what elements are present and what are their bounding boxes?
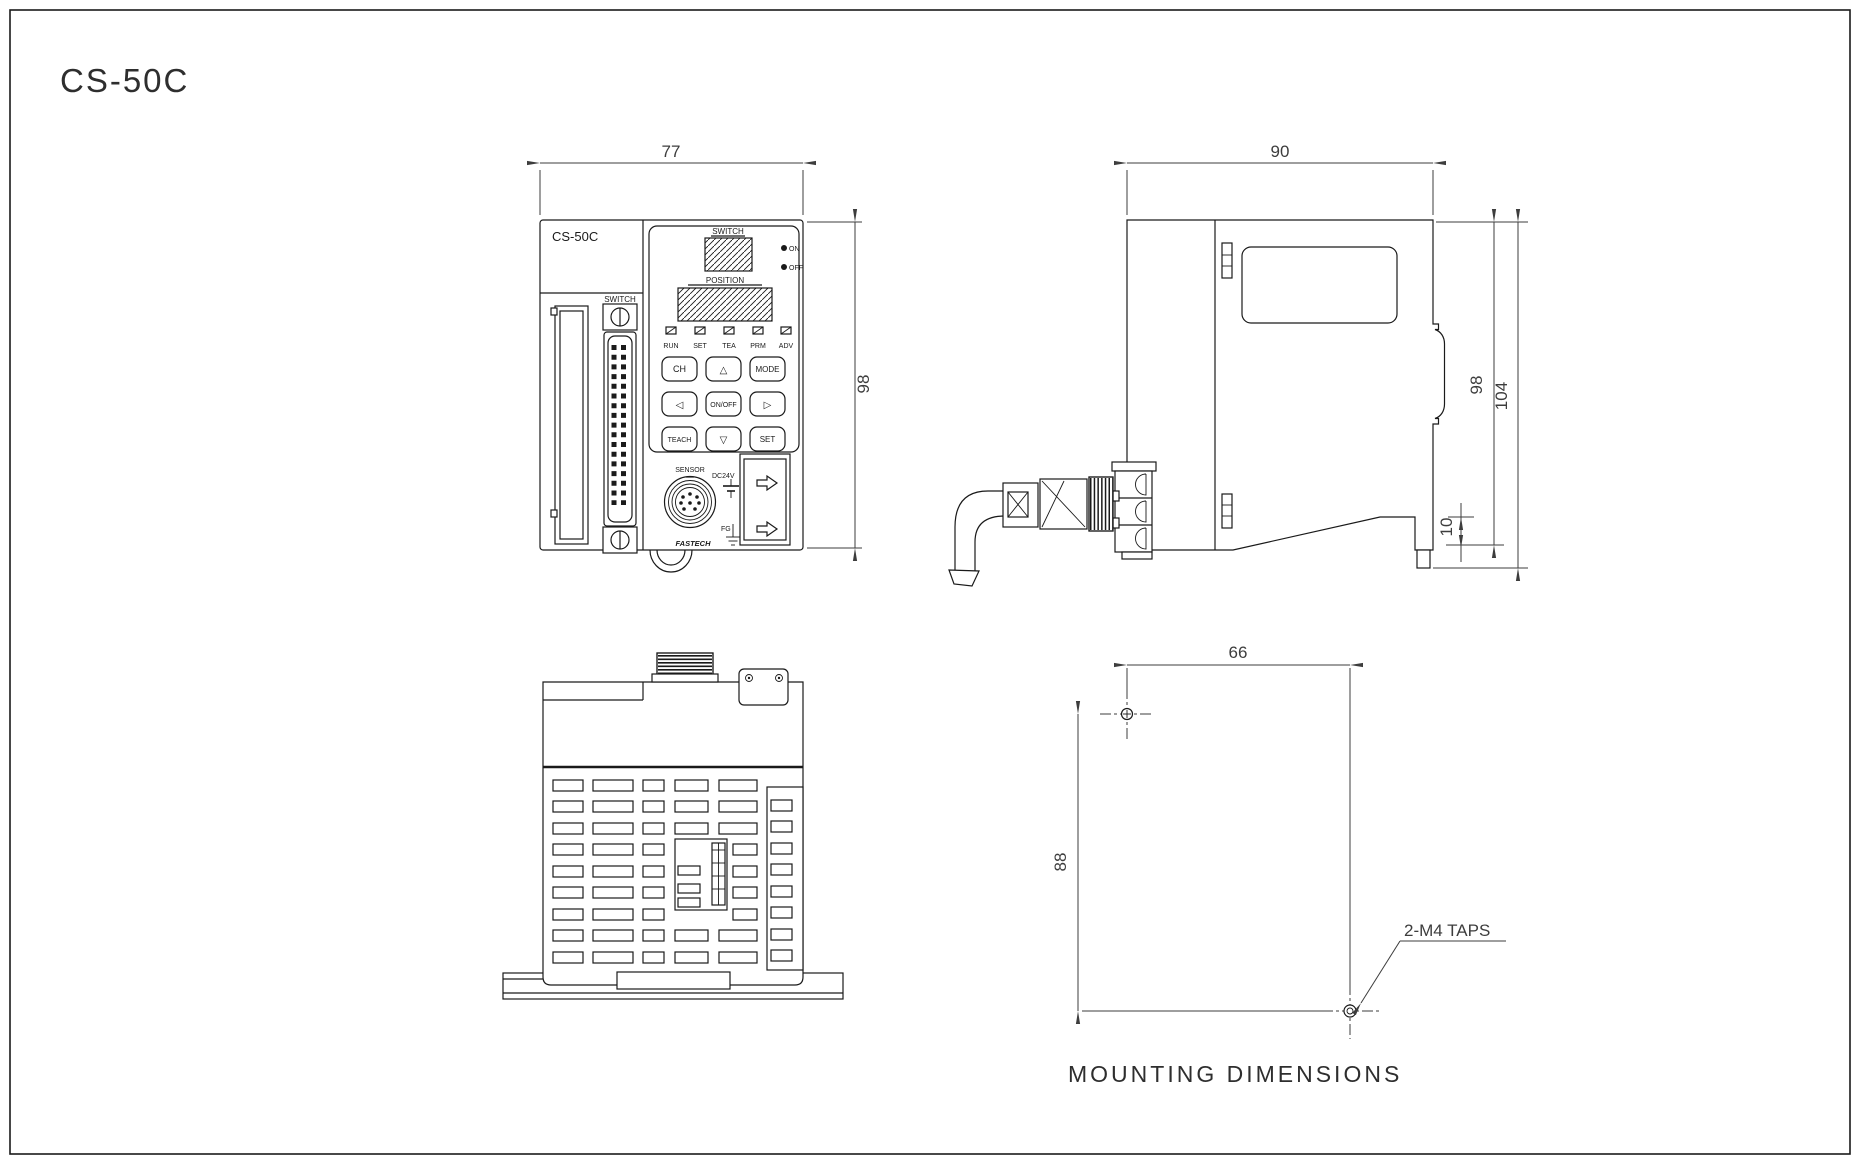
front-dim-height: 98 [807, 209, 873, 561]
rear-view [502, 652, 844, 1000]
dc24v-symbol: DC24V [712, 473, 739, 498]
vent-grid [552, 779, 758, 964]
taps-label: 2-M4 TAPS [1404, 921, 1490, 940]
left-button-label: ◁ [676, 400, 684, 411]
set-button[interactable] [749, 426, 786, 452]
set-button-label: SET [760, 435, 776, 444]
onoff-button-label: ON/OFF [710, 402, 736, 409]
output-panel [739, 453, 791, 546]
led-label-set: SET [693, 343, 707, 350]
label-recess [674, 838, 728, 911]
fg-label: FG [721, 526, 731, 533]
mounting-caption: MOUNTING DIMENSIONS [1068, 1061, 1402, 1087]
front-dim-width: 77 [527, 142, 816, 215]
led-label-adv: ADV [779, 343, 794, 350]
io-connector[interactable] [603, 331, 637, 527]
right-button-label: ▷ [764, 400, 772, 411]
case-clip-top [1221, 242, 1233, 279]
ch-button-label: CH [673, 364, 686, 374]
on-indicator-label: ON [789, 246, 800, 253]
up-button[interactable] [705, 356, 742, 382]
off-indicator-icon [781, 264, 787, 270]
dim-label-98-side: 98 [1467, 376, 1486, 395]
sheet-border [9, 9, 1851, 1155]
status-leds: RUN SET TEA PRM ADV [663, 326, 794, 350]
terminal-block [1109, 461, 1157, 560]
din-latch-tab [649, 549, 693, 573]
led-label-tea: TEA [722, 343, 736, 350]
mode-button[interactable] [749, 356, 786, 382]
up-button-label: △ [720, 365, 728, 376]
led-label-prm: PRM [750, 343, 766, 350]
din-foot [1416, 549, 1431, 569]
mounting-hole-bottom [1322, 984, 1379, 1039]
brand-logo: FASTECH [675, 539, 711, 548]
side-vent-panel [766, 786, 804, 971]
position-display [677, 287, 773, 322]
dim-label-88: 88 [1051, 853, 1070, 872]
keypad: CH △ MODE ◁ ON/OFF ▷ TEACH ▽ SET [661, 356, 786, 452]
sensor-cable [948, 476, 1114, 587]
sensor-label: SENSOR [675, 467, 705, 474]
din-release-tab [616, 971, 731, 990]
teach-button[interactable] [661, 426, 698, 452]
down-button[interactable] [705, 426, 742, 452]
output-arrow-icon [756, 474, 779, 492]
switch-display [704, 237, 753, 272]
off-indicator-label: OFF [789, 265, 803, 272]
side-dim-heights: 98 104 10 [1433, 209, 1528, 581]
side-view: 90 [948, 142, 1528, 587]
sensor-connector[interactable]: SENSOR [663, 467, 717, 529]
cable-knurl [1088, 476, 1114, 532]
dim-label-10: 10 [1437, 518, 1456, 537]
fg-ground-symbol: FG [721, 524, 740, 546]
dim-label-77: 77 [662, 142, 681, 161]
mounting-view: 66 88 2-M4 TAPS MOUNTING DIMENSION [1051, 643, 1506, 1087]
dim-label-90: 90 [1271, 142, 1290, 161]
down-button-label: ▽ [720, 435, 728, 446]
model-label: CS-50C [552, 229, 598, 244]
ch-button[interactable] [661, 356, 698, 382]
power-indicators: ON OFF [781, 245, 803, 272]
rotary-switch-label: SWITCH [604, 295, 636, 304]
dc24v-label: DC24V [712, 473, 735, 480]
teach-button-label: TEACH [668, 437, 692, 444]
onoff-button[interactable] [705, 391, 742, 417]
side-label-recess [1241, 246, 1398, 324]
expansion-slot [550, 305, 589, 545]
mode-button-label: MODE [756, 365, 780, 374]
rotary-switch[interactable] [602, 303, 638, 331]
led-label-run: RUN [663, 343, 678, 350]
dim-label-66: 66 [1229, 643, 1248, 662]
mounting-bracket [738, 668, 789, 706]
front-view: 77 98 CS-50C SWITCH [527, 142, 873, 573]
case-clip-bottom [1221, 493, 1233, 529]
rotary-switch-bottom[interactable] [602, 526, 638, 554]
left-button[interactable] [661, 391, 698, 417]
switch-display-label: SWITCH [712, 227, 744, 236]
on-indicator-icon [781, 245, 787, 251]
threaded-connector [651, 652, 719, 683]
output-arrow-icon [756, 520, 779, 538]
right-button[interactable] [749, 391, 786, 417]
position-display-label: POSITION [706, 276, 744, 285]
side-dim-depth: 90 [1114, 142, 1446, 215]
mounting-hole-top [1100, 688, 1154, 741]
taps-callout: 2-M4 TAPS [1352, 921, 1506, 1016]
dim-label-98-front: 98 [854, 375, 873, 394]
dim-label-104: 104 [1492, 382, 1511, 410]
page-title: CS-50C [60, 62, 189, 99]
